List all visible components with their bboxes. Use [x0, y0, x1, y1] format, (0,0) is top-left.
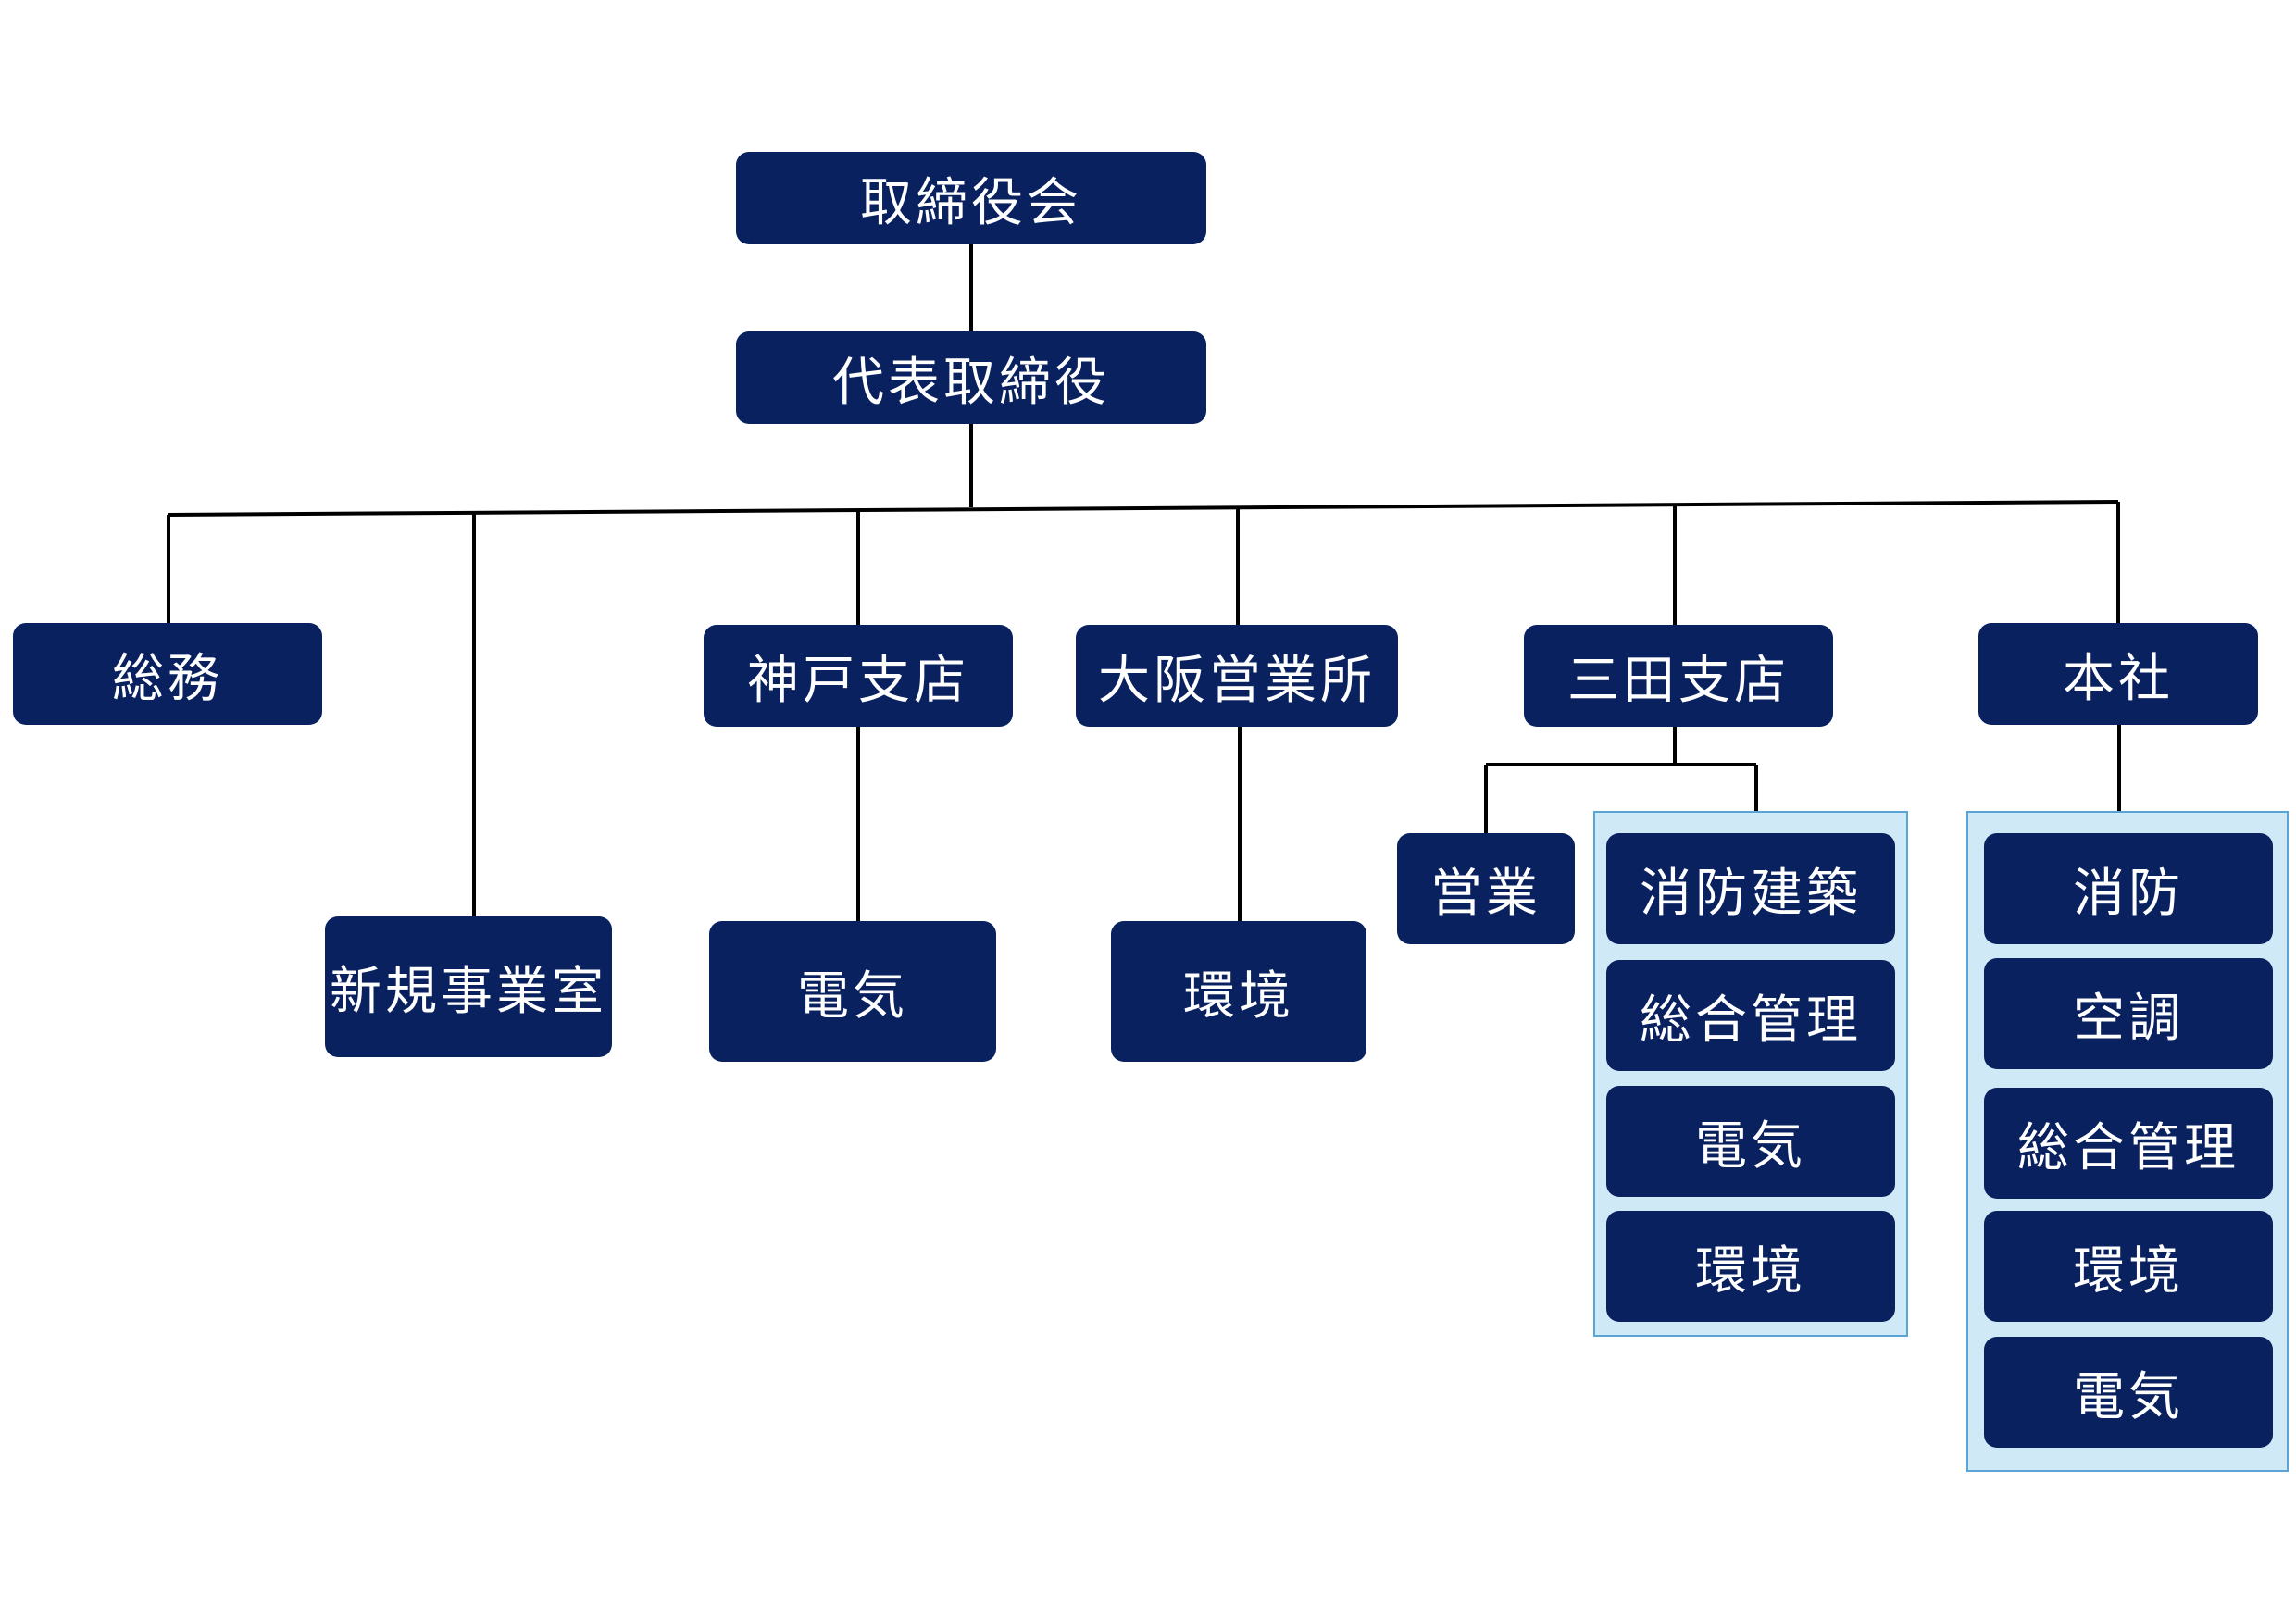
sanda-branch-box[interactable]: 三田支店 — [1524, 625, 1833, 727]
new-business-office-box[interactable]: 新規事業室 — [325, 916, 612, 1057]
kobe-electric-box[interactable]: 電気 — [709, 921, 996, 1062]
kobe-branch-box[interactable]: 神戸支店 — [704, 625, 1013, 727]
general-affairs-box[interactable]: 総務 — [13, 623, 322, 725]
sanda-environment-box[interactable]: 環境 — [1606, 1211, 1895, 1322]
board-of-directors-box[interactable]: 取締役会 — [736, 152, 1206, 244]
honsha-general-management-box[interactable]: 総合管理 — [1984, 1088, 2273, 1199]
honsha-fire-box[interactable]: 消防 — [1984, 833, 2273, 944]
honsha-electric-box[interactable]: 電気 — [1984, 1337, 2273, 1448]
head-office-box[interactable]: 本社 — [1978, 623, 2258, 725]
sanda-fire-architecture-box[interactable]: 消防建築 — [1606, 833, 1895, 944]
osaka-office-box[interactable]: 大阪営業所 — [1076, 625, 1398, 727]
representative-director-box[interactable]: 代表取締役 — [736, 331, 1206, 424]
honsha-air-conditioning-box[interactable]: 空調 — [1984, 958, 2273, 1069]
honsha-environment-box[interactable]: 環境 — [1984, 1211, 2273, 1322]
sanda-sales-box[interactable]: 営業 — [1397, 833, 1575, 944]
sanda-general-management-box[interactable]: 総合管理 — [1606, 960, 1895, 1071]
osaka-environment-box[interactable]: 環境 — [1111, 921, 1366, 1062]
sanda-electric-box[interactable]: 電気 — [1606, 1086, 1895, 1197]
